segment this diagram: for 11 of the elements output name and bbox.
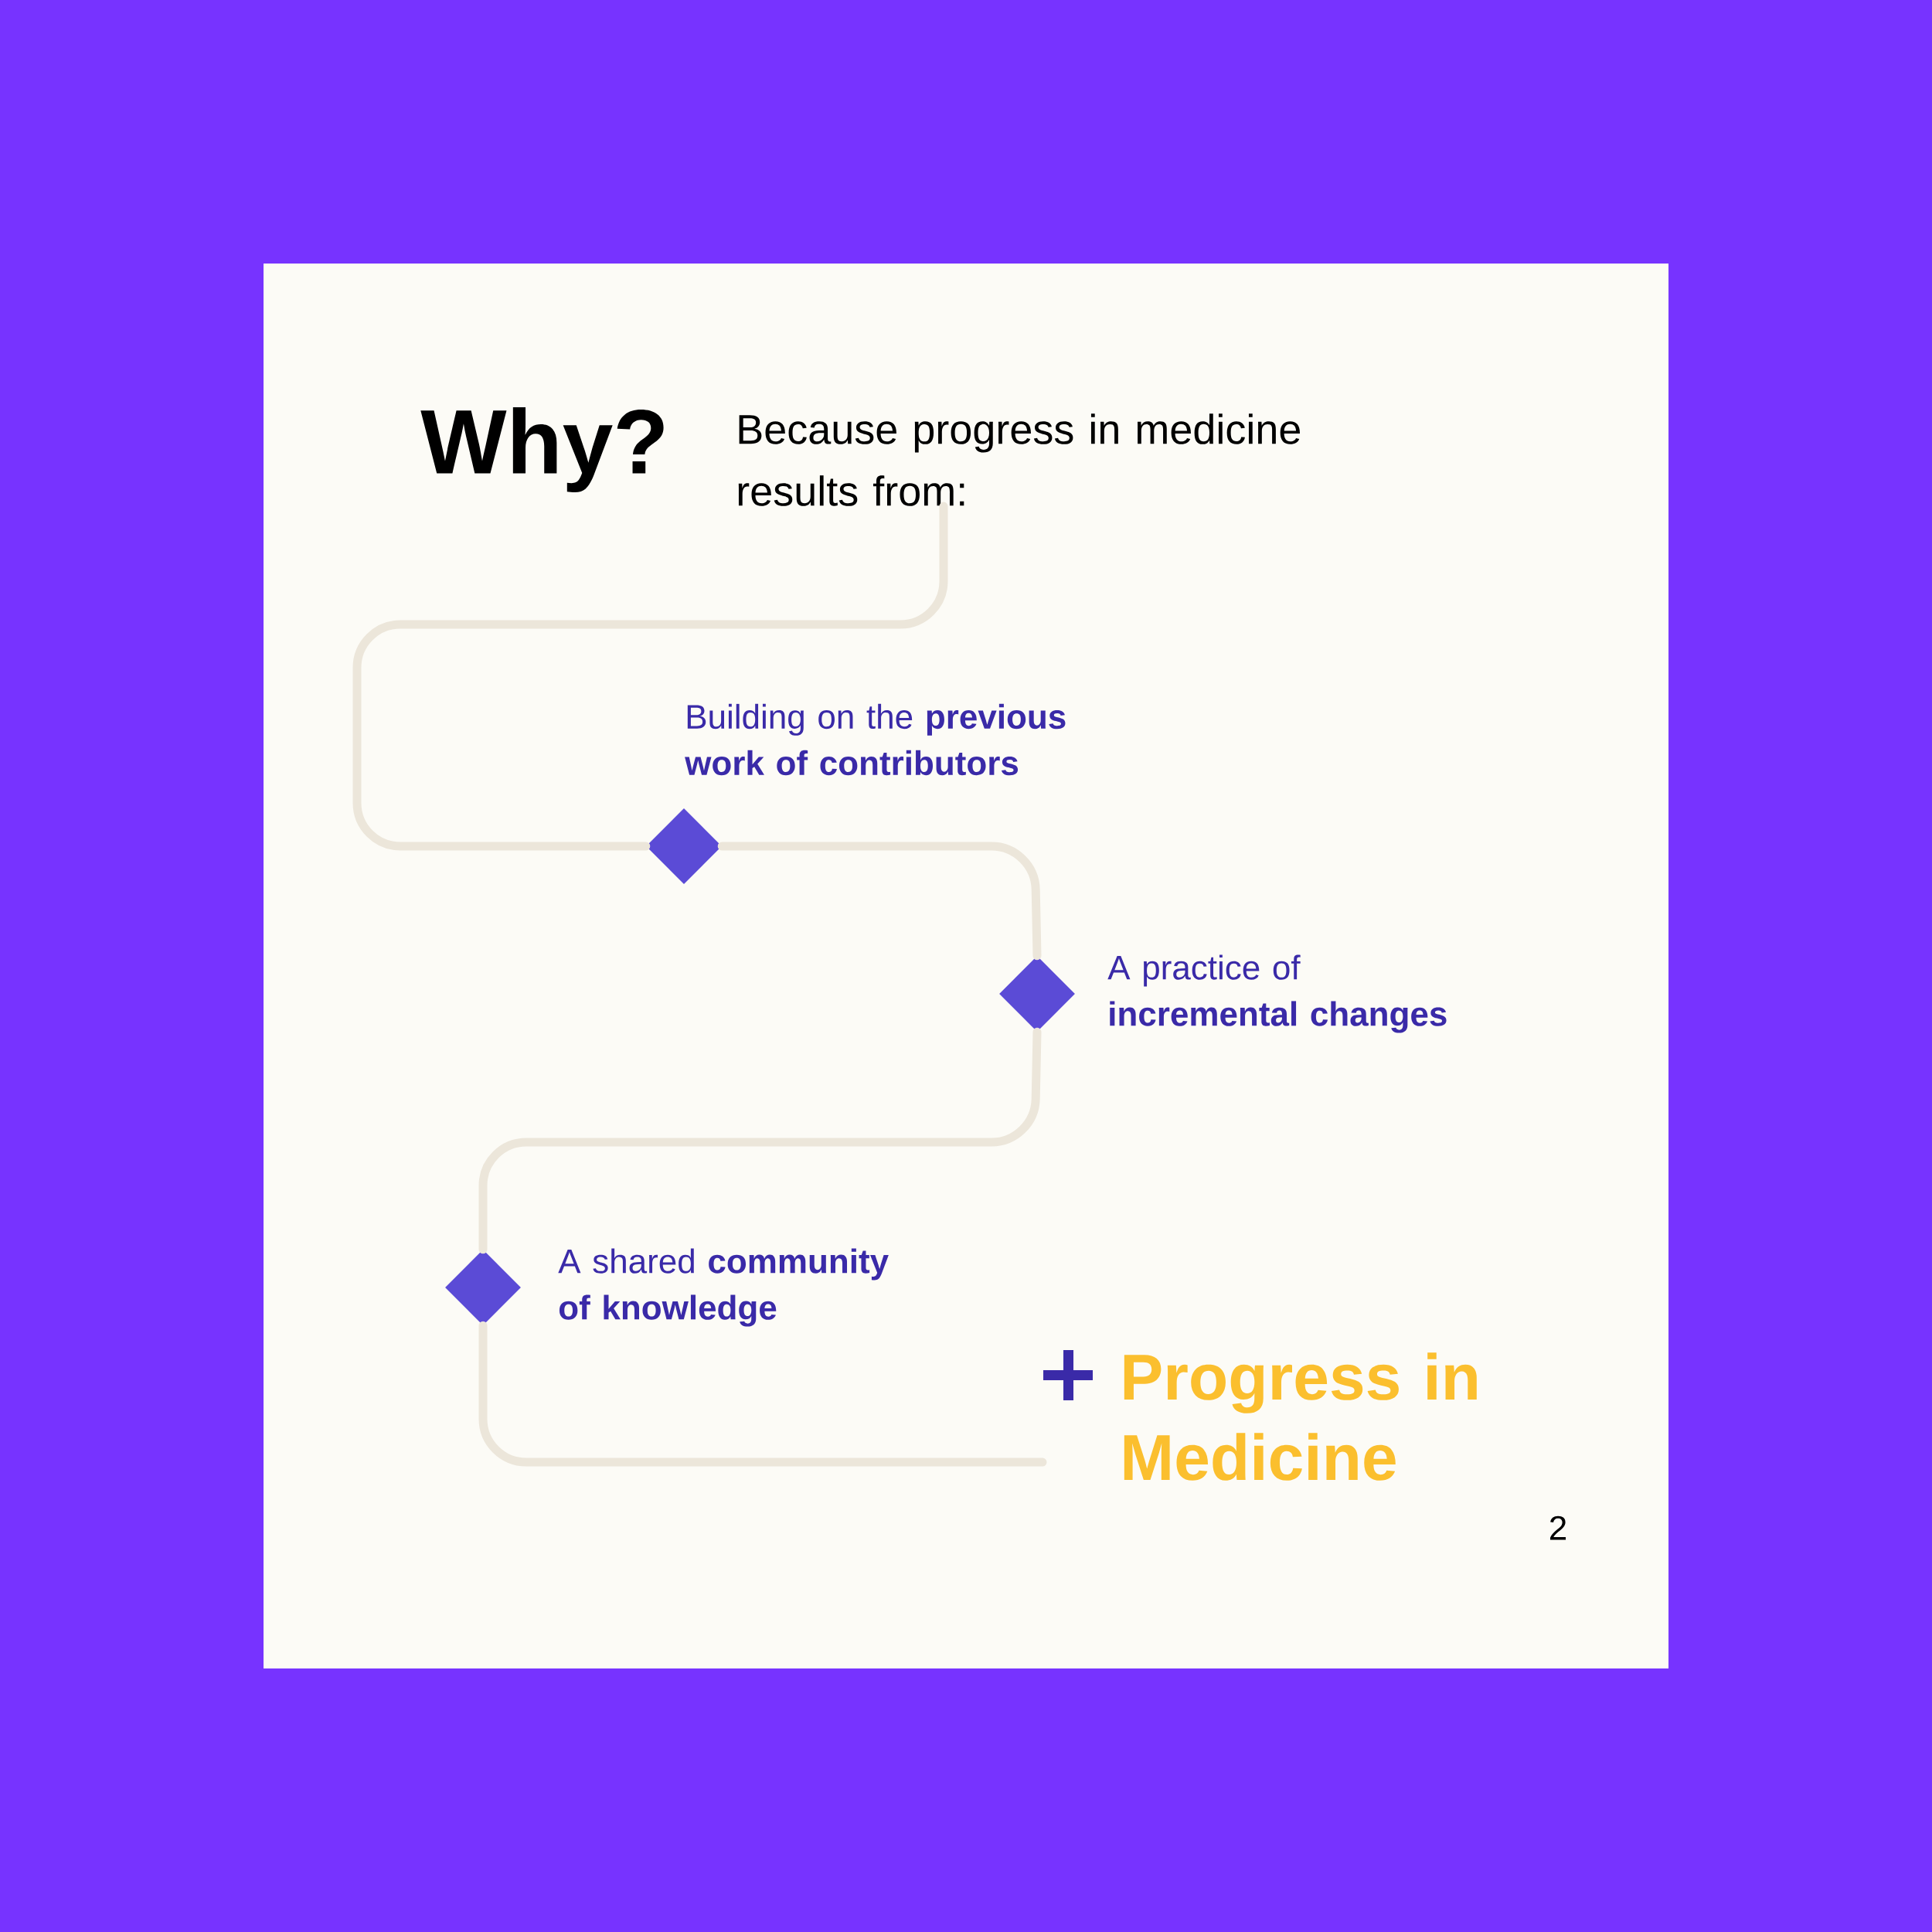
result-text: Progress in Medicine [1124, 1352, 1477, 1481]
step-label: A shared community of knowledge [558, 1248, 889, 1327]
connector-line [478, 1027, 1042, 1254]
step-label: A practice of incremental changes [1107, 954, 1447, 1033]
intro-text: Because progress in medicine results from: [738, 413, 1300, 506]
connector-line [352, 502, 948, 851]
title: Why? [420, 407, 664, 492]
step-label: Building on the previous work of contributors [685, 703, 1066, 776]
page-number: 2 [1550, 1515, 1566, 1540]
connector-line [478, 1321, 1047, 1467]
connector-line [717, 842, 1042, 961]
